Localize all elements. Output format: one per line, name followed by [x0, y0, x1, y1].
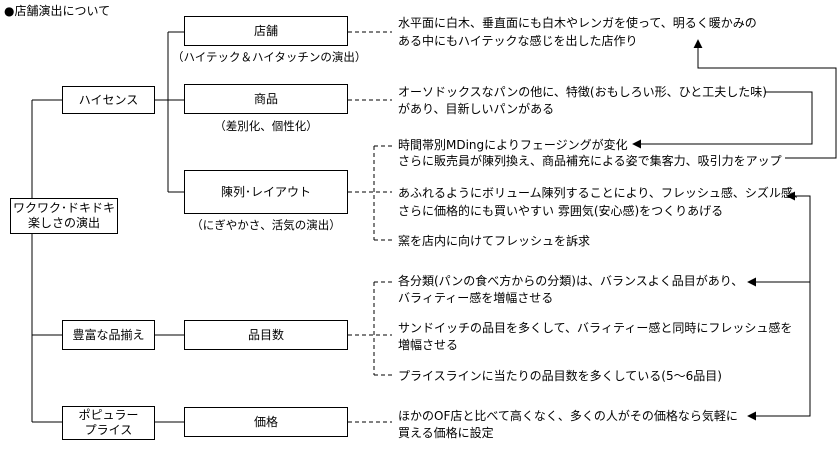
root-box-line2: 楽しさの演出	[27, 216, 100, 230]
note-timeslot-line2: さらに販売員が陳列換え、商品補充による姿で集客力、吸引力をアップ	[398, 154, 782, 168]
note-priceline: プライスラインに当たりの品目数を多くしている(5～6品目)	[398, 369, 722, 383]
root-box-line1: ワクワク･ドキドキ	[12, 201, 115, 215]
note-sandwich-line2: 増幅させる	[398, 338, 459, 352]
note-volume-line1: あふれるようにボリューム陳列することにより、フレッシュ感、シズル感、	[398, 186, 805, 200]
note-volume-line2: さらに価格的にも買いやすい 雰囲気(安心感)をつくりあげる	[398, 204, 724, 218]
popular-box-line2: プライス	[84, 423, 133, 437]
root-box: ワクワク･ドキドキ 楽しさの演出	[10, 198, 118, 234]
note-category-line1: 各分類(パンの食べ方からの分類)は、バランスよく品目があり、	[398, 274, 744, 288]
note-store-line2: ある中にもハイテックな感じを出した店作り	[398, 34, 638, 48]
note-sandwich-line1: サンドイッチの品目を多くして、バラィティー感と同時にフレッシュ感を	[398, 321, 793, 335]
price-box: 価格	[184, 407, 348, 437]
note-kiln: 窯を店内に向けてフレッシュを訴求	[398, 234, 591, 248]
arrow-timeslot-to-store	[693, 39, 837, 159]
popular-box-line1: ポピュラー	[78, 408, 139, 422]
popular-box: ポピュラー プライス	[62, 406, 155, 440]
note-category-line2: バラィティー感を増幅させる	[398, 291, 554, 305]
note-product-line1: オーソドックスなパンの他に、特徴(おもしろい形、ひと工夫した味)	[398, 85, 767, 99]
note-timeslot-line1: 時間帯別MDingによりフェージングが変化	[398, 138, 628, 152]
page-title: ●店舗演出について	[4, 4, 111, 18]
display-box: 陳列･レイアウト	[184, 170, 348, 214]
hisense-box: ハイセンス	[62, 86, 155, 114]
store-box: 店舗	[184, 16, 348, 46]
note-store-line1: 水平面に白木、垂直面にも白木やレンガを使って、明るく暖かみの	[398, 16, 757, 30]
note-pricing-line1: ほかのOF店と比べて高くなく、多くの人がその価格なら気軽に	[398, 409, 738, 423]
arrow-to-pricing	[747, 282, 811, 421]
product-subtitle: （差別化、個性化）	[214, 119, 318, 133]
variety-box: 豊富な品揃え	[62, 320, 155, 350]
arrow-product-to-timeslot	[632, 91, 813, 149]
display-subtitle: （にぎやかさ、活気の演出）	[191, 218, 341, 232]
store-subtitle: （ハイテック＆ハイタッチンの演出）	[172, 50, 367, 64]
note-pricing-line2: 買える価格に設定	[398, 426, 494, 440]
arrow-category-to-volume	[786, 191, 811, 282]
items-box: 品目数	[184, 320, 348, 350]
note-product-line2: があり、目新しいパンがある	[398, 102, 555, 116]
product-box: 商品	[184, 84, 348, 114]
